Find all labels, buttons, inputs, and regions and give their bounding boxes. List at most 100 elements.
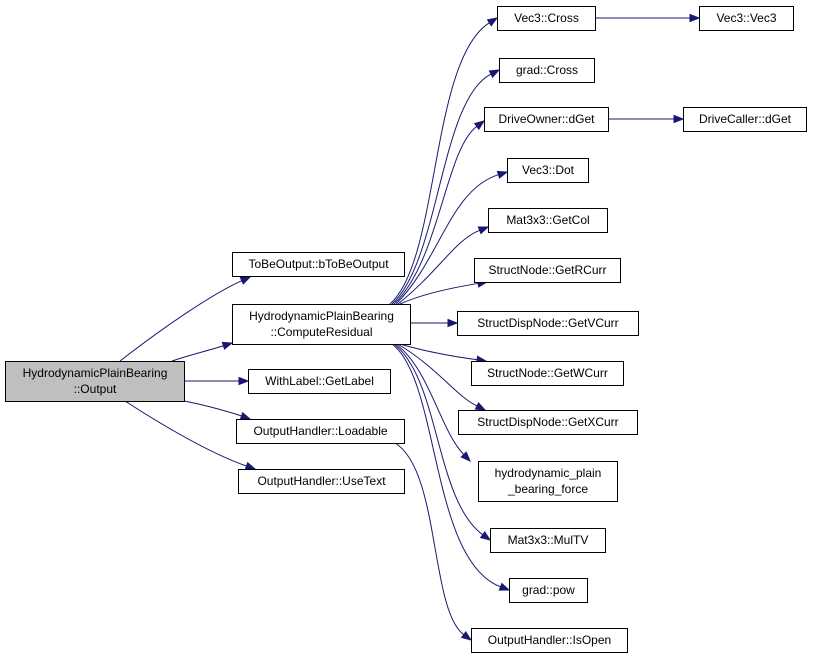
node-box[interactable] xyxy=(499,58,595,83)
node-loadable[interactable]: OutputHandler::Loadable xyxy=(236,419,405,444)
edge-compute_residual-to-mat3x3_multv xyxy=(393,343,484,536)
arrow-head xyxy=(460,451,471,462)
edge-hpb_output-to-compute_residual xyxy=(171,345,224,362)
arrow-head xyxy=(488,69,501,79)
edge-compute_residual-to-structnode_getrcurr xyxy=(399,282,479,305)
edge-compute_residual-to-structnode_getwcurr xyxy=(399,343,478,361)
node-grad-cross[interactable]: grad::Cross xyxy=(499,58,595,83)
node-label: HydrodynamicPlainBearing xyxy=(23,366,168,380)
node-label: Mat3x3::MulTV xyxy=(508,533,589,547)
node-label: DriveCaller::dGet xyxy=(699,112,792,126)
edge-loadable-to-outputhandler_isopen xyxy=(394,442,465,636)
node-box[interactable] xyxy=(232,252,405,277)
node-box[interactable] xyxy=(471,628,628,653)
nodes-layer: HydrodynamicPlainBearing::Output ToBeOutp… xyxy=(5,6,807,653)
node-label: Vec3::Cross xyxy=(514,11,579,25)
node-label: WithLabel::GetLabel xyxy=(265,374,374,388)
node-label: grad::pow xyxy=(522,583,575,597)
node-box[interactable] xyxy=(490,528,606,553)
node-label: DriveOwner::dGet xyxy=(498,112,595,126)
node-label: StructDispNode::GetXCurr xyxy=(477,415,618,429)
edge-compute_residual-to-grad_cross xyxy=(391,73,492,305)
node-label: ::ComputeResidual xyxy=(270,325,372,339)
node-label: _bearing_force xyxy=(507,482,588,496)
arrow-head xyxy=(473,120,486,131)
arrow-head xyxy=(673,114,685,124)
arrow-head xyxy=(244,461,257,470)
arrow-head xyxy=(239,276,252,285)
node-structnode-getwcurr[interactable]: StructNode::GetWCurr xyxy=(471,361,624,386)
edges-layer xyxy=(119,13,701,641)
arrow-head xyxy=(477,226,490,235)
node-box[interactable] xyxy=(488,208,608,233)
node-box[interactable] xyxy=(238,469,405,494)
arrow-head xyxy=(479,530,492,541)
node-label: hydrodynamic_plain xyxy=(495,466,602,480)
node-vec3-cross[interactable]: Vec3::Cross xyxy=(497,6,596,31)
node-label: ToBeOutput::bToBeOutput xyxy=(248,257,389,271)
node-outputhandler-isopen[interactable]: OutputHandler::IsOpen xyxy=(471,628,628,653)
edge-compute_residual-to-hpb_force xyxy=(395,343,465,455)
edge-compute_residual-to-grad_pow xyxy=(391,343,501,588)
node-drivecaller-dget[interactable]: DriveCaller::dGet xyxy=(683,107,807,132)
node-hpb-output[interactable]: HydrodynamicPlainBearing::Output xyxy=(5,361,185,402)
arrow-head xyxy=(238,376,250,386)
node-get-label[interactable]: WithLabel::GetLabel xyxy=(248,369,391,394)
node-mat3x3-multv[interactable]: Mat3x3::MulTV xyxy=(490,528,606,553)
edge-compute_residual-to-vec3_cross xyxy=(389,22,490,305)
node-box[interactable] xyxy=(236,419,405,444)
node-tobe-output[interactable]: ToBeOutput::bToBeOutput xyxy=(232,252,405,277)
node-grad-pow[interactable]: grad::pow xyxy=(509,578,588,603)
node-label: Vec3::Dot xyxy=(522,163,575,177)
node-hpb-force[interactable]: hydrodynamic_plain _bearing_force xyxy=(478,461,618,502)
arrow-head xyxy=(498,582,511,591)
edge-hpb_output-to-tobe_output xyxy=(119,280,242,362)
arrow-head xyxy=(221,341,234,350)
node-label: Mat3x3::GetCol xyxy=(506,213,589,227)
node-structnode-getrcurr[interactable]: StructNode::GetRCurr xyxy=(474,258,621,283)
edge-compute_residual-to-structdispnode_getxcurr xyxy=(397,343,478,407)
node-box[interactable] xyxy=(497,6,596,31)
node-box[interactable] xyxy=(683,107,807,132)
node-box[interactable] xyxy=(471,361,624,386)
node-driveowner-dget[interactable]: DriveOwner::dGet xyxy=(484,107,609,132)
node-structdispnode-getxcurr[interactable]: StructDispNode::GetXCurr xyxy=(458,410,638,435)
node-box[interactable] xyxy=(474,258,621,283)
node-label: grad::Cross xyxy=(516,63,578,77)
node-box[interactable] xyxy=(478,461,618,502)
arrow-head xyxy=(239,411,252,420)
arrow-head xyxy=(474,401,487,411)
node-box[interactable] xyxy=(232,304,411,345)
edge-hpb_output-to-loadable xyxy=(183,400,242,417)
node-vec3-dot[interactable]: Vec3::Dot xyxy=(507,158,589,183)
edge-compute_residual-to-vec3_dot xyxy=(395,174,499,305)
node-box[interactable] xyxy=(484,107,609,132)
node-box[interactable] xyxy=(5,361,185,402)
node-use-text[interactable]: OutputHandler::UseText xyxy=(238,469,405,494)
edge-compute_residual-to-mat3x3_getcol xyxy=(397,229,480,305)
node-label: OutputHandler::IsOpen xyxy=(488,633,611,647)
edge-compute_residual-to-driveowner_dget xyxy=(393,125,478,305)
node-label: HydrodynamicPlainBearing xyxy=(249,309,394,323)
node-label: OutputHandler::Loadable xyxy=(253,424,387,438)
node-box[interactable] xyxy=(507,158,589,183)
node-vec3-vec3[interactable]: Vec3::Vec3 xyxy=(699,6,794,31)
arrow-head xyxy=(689,13,701,23)
node-box[interactable] xyxy=(457,311,639,336)
node-label: ::Output xyxy=(74,382,117,396)
node-mat3x3-getcol[interactable]: Mat3x3::GetCol xyxy=(488,208,608,233)
arrow-head xyxy=(486,17,499,27)
node-label: Vec3::Vec3 xyxy=(716,11,776,25)
node-box[interactable] xyxy=(509,578,588,603)
node-compute-residual[interactable]: HydrodynamicPlainBearing::ComputeResidua… xyxy=(232,304,411,345)
node-box[interactable] xyxy=(458,410,638,435)
edge-hpb_output-to-use_text xyxy=(124,400,247,467)
node-box[interactable] xyxy=(248,369,391,394)
node-box[interactable] xyxy=(699,6,794,31)
node-structdispnode-getvcurr[interactable]: StructDispNode::GetVCurr xyxy=(457,311,639,336)
arrow-head xyxy=(447,318,459,328)
arrow-head xyxy=(460,630,473,641)
arrow-head xyxy=(496,170,509,179)
node-label: StructNode::GetWCurr xyxy=(487,366,608,380)
